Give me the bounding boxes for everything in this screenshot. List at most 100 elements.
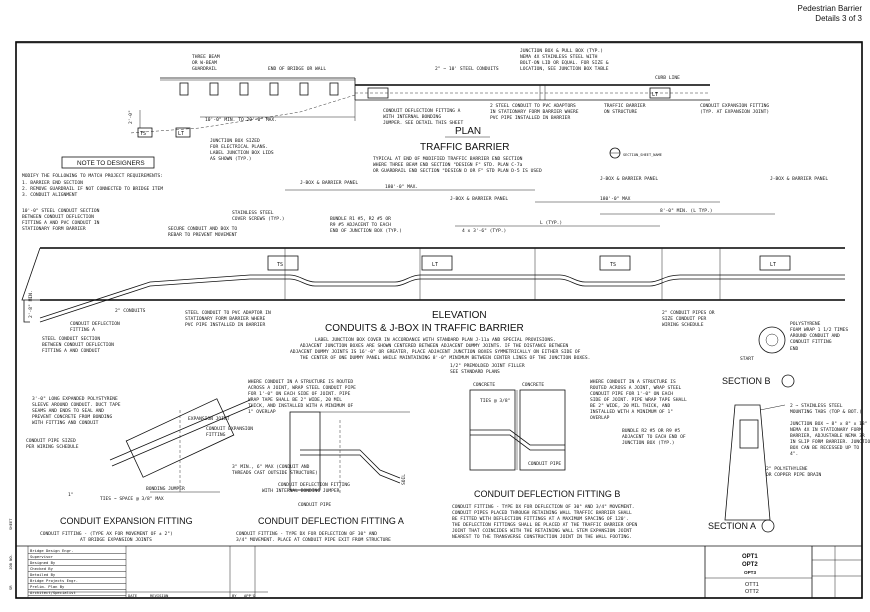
designer-note-item: 1. BARRIER END SECTION xyxy=(22,180,83,186)
elevation-title: ELEVATION xyxy=(432,310,487,321)
jbox-panel-r2: J-BOX & BARRIER PANEL xyxy=(770,176,828,182)
expansion-fitting-title: CONDUIT EXPANSION FITTING xyxy=(60,516,193,526)
deflection-b-concrete-r: CONCRETE xyxy=(522,382,544,388)
plan-title: PLAN xyxy=(455,126,481,137)
plan-ts-box: TS xyxy=(140,131,146,137)
tb-appd: APP'D xyxy=(244,593,256,598)
sheet-border xyxy=(15,41,863,599)
designer-note-item: 3. CONDUIT ALIGNMENT xyxy=(22,192,78,198)
expansion-fitting-caption: CONDUIT FITTING - (TYPE AX FOR MOVEMENT … xyxy=(40,531,173,543)
elevation-subtitle: CONDUITS & J-BOX IN TRAFFIC BARRIER xyxy=(325,323,524,334)
sheet-header: Pedestrian Barrier Details 3 of 3 xyxy=(798,4,862,24)
traffic-barrier-note: TYPICAL AT END OF MODIFIED TRAFFIC BARRI… xyxy=(373,156,542,174)
plan-end-of-bridge-label: END OF BRIDGE OR WALL xyxy=(268,66,326,72)
deflection-b-ties: TIES @ 3/8" xyxy=(480,398,510,404)
tb-side-label: SR xyxy=(8,585,13,590)
elevation-ts-box-2: TS xyxy=(610,262,616,268)
designer-notes-heading: NOTE TO DESIGNERS xyxy=(77,160,145,167)
plan-offset: 2'-0" xyxy=(128,110,134,124)
l-typ: L (TYP.) xyxy=(540,220,562,226)
tb-code-b: OTT1 xyxy=(745,582,759,588)
start-label: START xyxy=(740,356,754,362)
tb-row-label: Detailed By xyxy=(30,572,56,577)
deflection-b-title: CONDUIT DEFLECTION FITTING B xyxy=(474,489,620,499)
dim-180: 180'-0" MAX. xyxy=(385,184,418,190)
tb-row-label: Prelim. Plan By xyxy=(30,584,65,589)
guardrail-posts xyxy=(179,82,339,96)
elevation-lt-box-2: LT xyxy=(770,262,776,268)
box-size-label: 4 x 3'-6" (TYP.) xyxy=(462,228,506,234)
deflection-b-caption: CONDUIT FITTING - TYPE DX FOR DEFLECTION… xyxy=(452,504,640,540)
traffic-barrier-heading: TRAFFIC BARRIER TYPICAL AT END OF MODIFI… xyxy=(373,142,662,174)
dim-180b: 180'-0" MAX xyxy=(600,196,631,202)
jbox-panel-left: J-BOX & BARRIER PANEL xyxy=(300,180,358,186)
tb-row-label: Supervisor xyxy=(30,554,54,559)
deflection-a-title: CONDUIT DEFLECTION FITTING A xyxy=(258,516,404,526)
elevation-note: LABEL JUNCTION BOX COVER IN ACCORDANCE W… xyxy=(290,337,590,361)
deflection-b-pipe: CONDUIT PIPE xyxy=(528,461,561,467)
conduits-label: 2" CONDUITS xyxy=(115,308,146,314)
tb-code: OPT1 xyxy=(742,554,758,560)
section-b-title: SECTION B xyxy=(722,376,771,386)
tb-code: OPT3 xyxy=(744,570,756,575)
deflection-b-concrete-l: CONCRETE xyxy=(473,382,495,388)
section-a-title: SECTION A xyxy=(708,521,756,531)
plan-lt-box: LT xyxy=(178,131,184,137)
section-a-jbox: JUNCTION BOX ~ 8" x 8" x 18"NEMA 4X IN S… xyxy=(790,421,870,457)
section-callout: SECTION_SHEET_NAME xyxy=(623,153,662,157)
dim-8: 8'-0" MIN. (L TYP.) xyxy=(660,208,713,214)
tb-revision: REVISION xyxy=(150,593,169,598)
plan-expansion-fitting-label: CONDUIT EXPANSION FITTING(TYP. AT EXPANS… xyxy=(700,103,769,115)
elevation-ts-box: TS xyxy=(277,262,283,268)
designer-notes-intro: MODIFY THE FOLLOWING TO MATCH PROJECT RE… xyxy=(22,173,163,179)
tb-row-label: Bridge Design Engr. xyxy=(30,548,73,553)
height-label: 2'-8" MIN. xyxy=(28,290,34,318)
ties-label: TIES ~ SPACE @ 3/8" MAX xyxy=(100,496,164,502)
expansion-joint-label: EXPANSION JOINT xyxy=(188,416,230,422)
end-label: END xyxy=(790,346,799,352)
svg-text:LT: LT xyxy=(652,92,658,98)
jumper-label: BONDING JUMPER xyxy=(146,486,185,492)
jbox-panel-mid: J-BOX & BARRIER PANEL xyxy=(450,196,508,202)
tb-row-label: Designed By xyxy=(30,560,56,565)
tb-side-label: JOB NO. xyxy=(8,554,13,570)
sheet-title: Pedestrian Barrier xyxy=(797,4,862,13)
elevation-lt-box: LT xyxy=(432,262,438,268)
tb-by: BY xyxy=(232,593,237,598)
tb-row-label: Architect/Specialist xyxy=(30,590,76,595)
plan-steel-conduits-label: 2" ~ 10' STEEL CONDUITS xyxy=(435,66,499,72)
tb-side-label: SHEET xyxy=(8,518,13,530)
plan-dimension: 10'-0" MIN. TO 20'-0" MAX. xyxy=(205,117,277,123)
plan-curb-line-label: CURB LINE xyxy=(655,75,680,81)
deflection-a-caption: CONDUIT FITTING - TYPE DX FOR DEFLECTION… xyxy=(236,531,391,543)
tb-code: OPT2 xyxy=(742,562,758,568)
traffic-barrier-title: TRAFFIC BARRIER xyxy=(420,142,509,153)
